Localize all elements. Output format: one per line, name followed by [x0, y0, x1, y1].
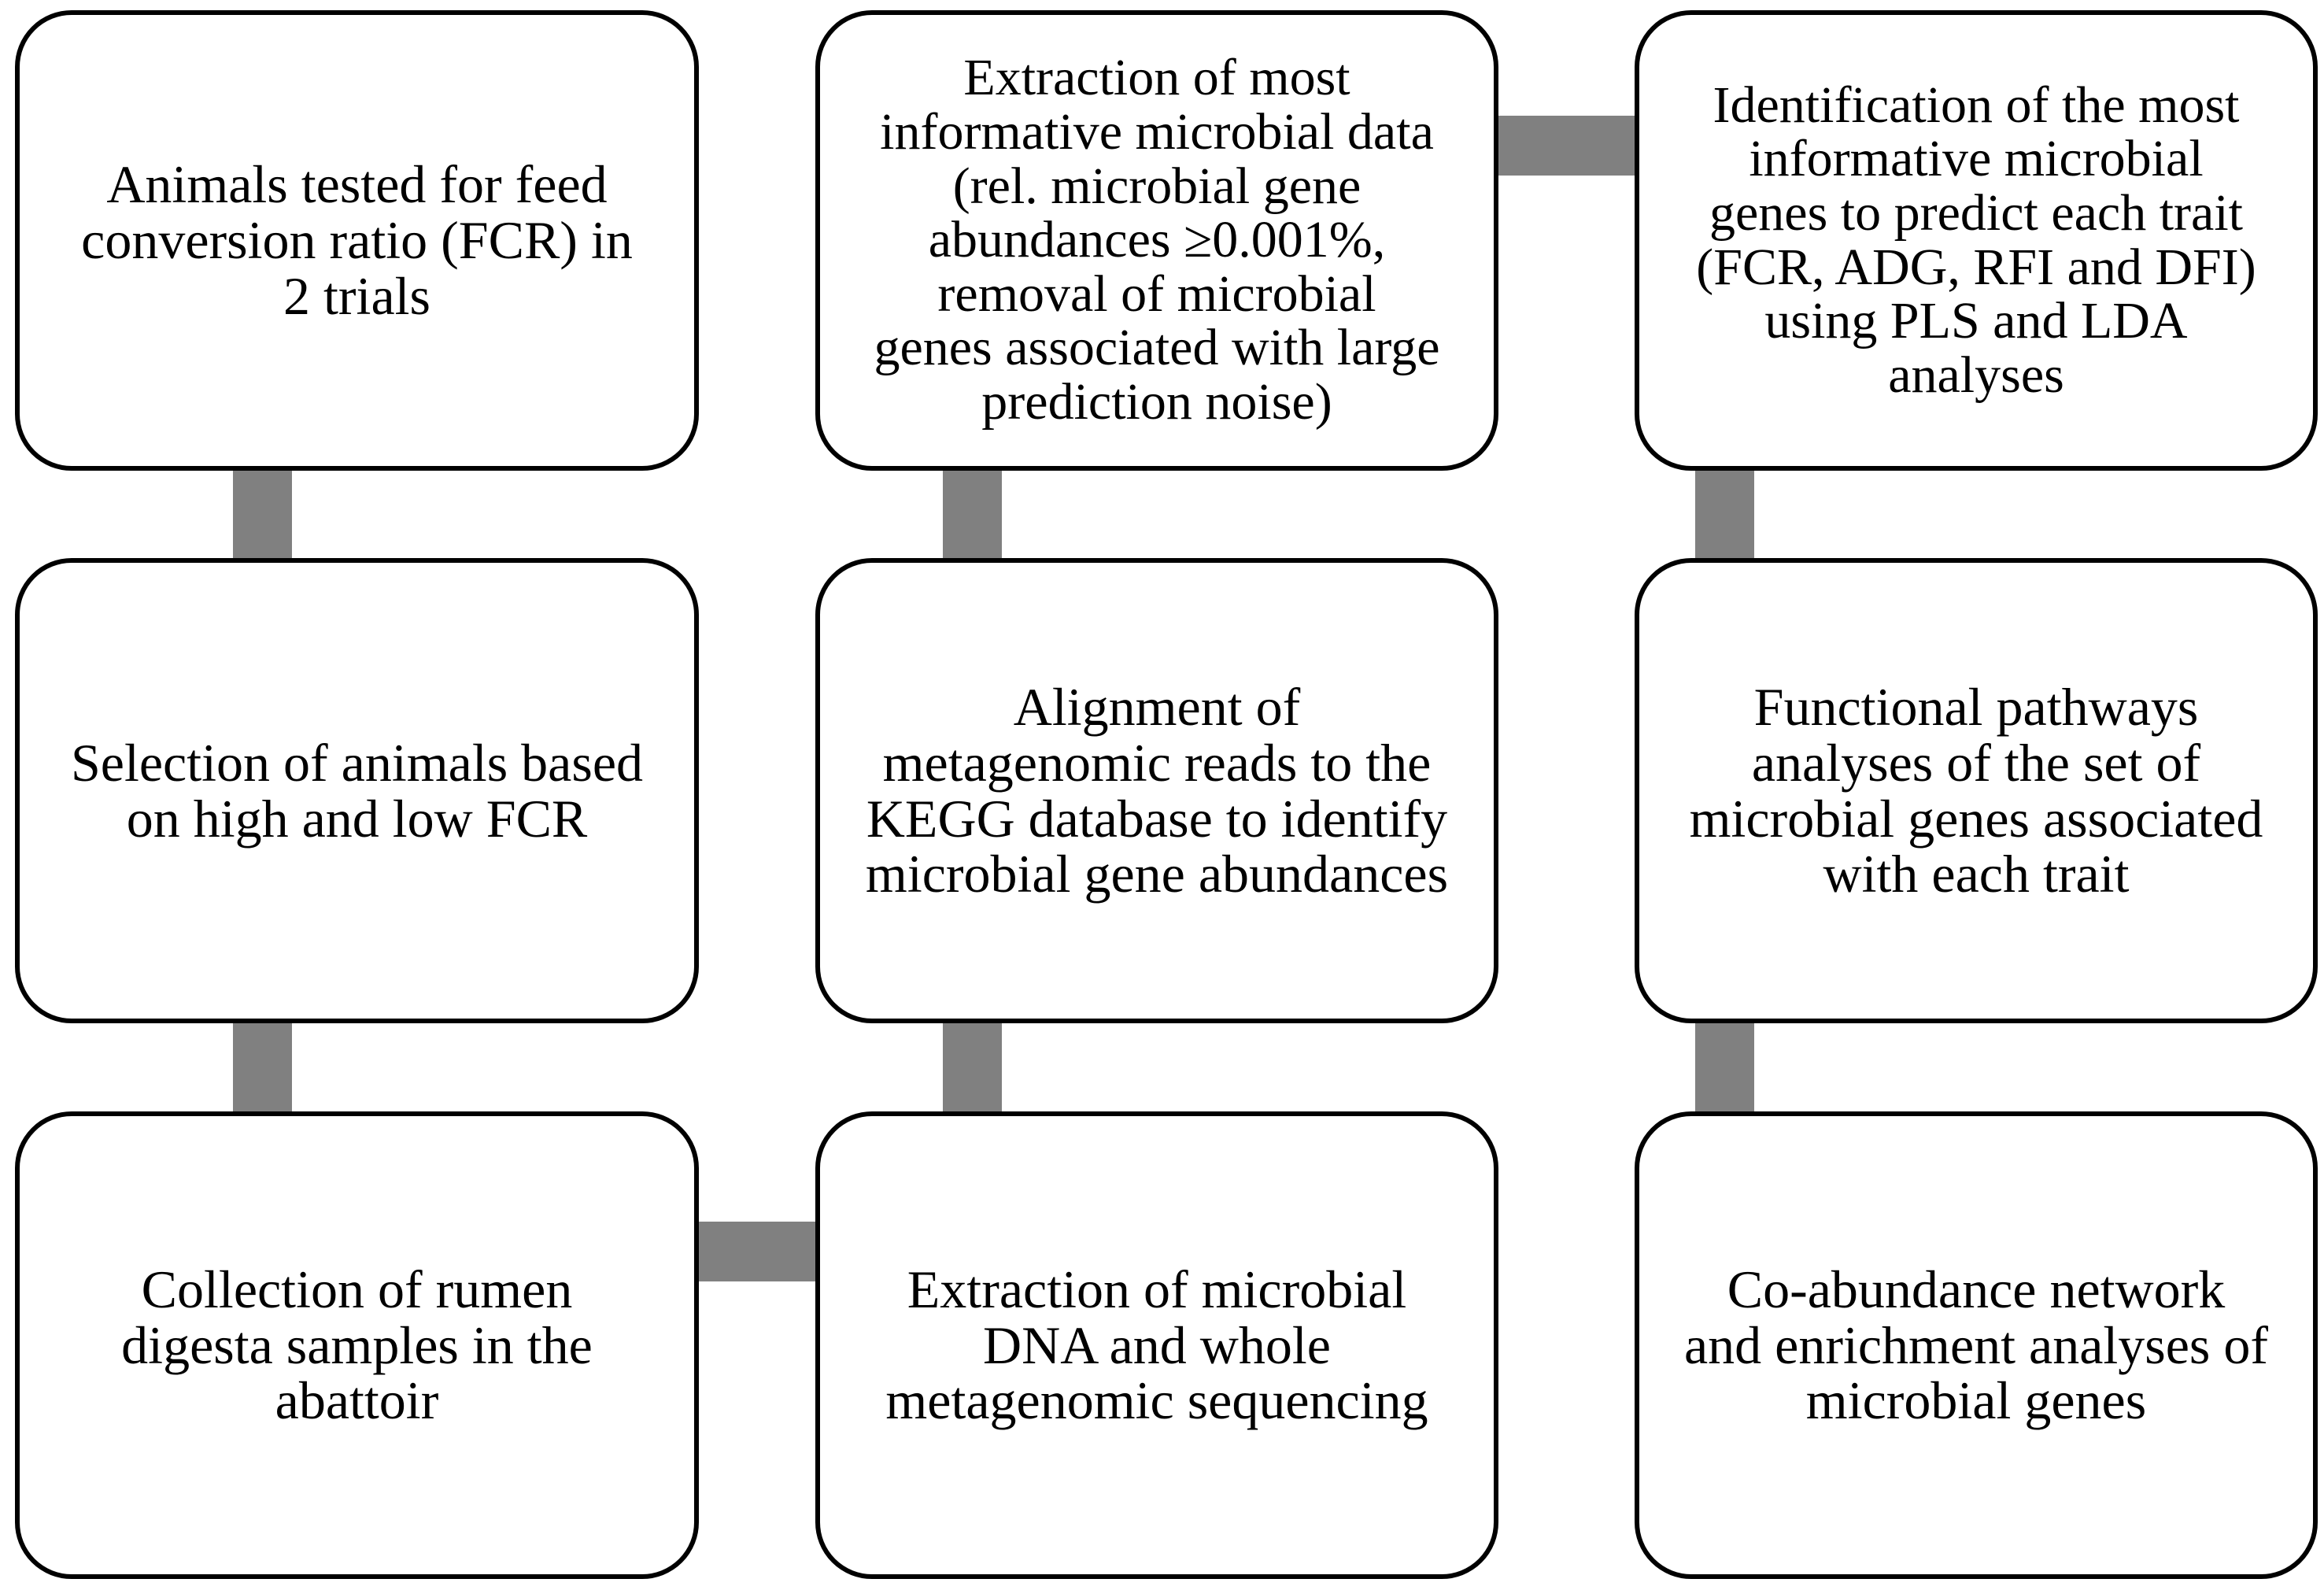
step-box-dna-sequencing: Extraction of microbial DNA and whole me… — [815, 1111, 1498, 1579]
step-text: Collection of rumen digesta samples in t… — [121, 1259, 593, 1431]
connector-b5-b6 — [943, 1022, 1002, 1113]
step-text: Extraction of microbial DNA and whole me… — [885, 1259, 1428, 1431]
connector-b3-b6 — [697, 1222, 817, 1281]
step-box-informative-data-extraction: Extraction of most informative microbial… — [815, 10, 1498, 471]
step-text: Identification of the most informative m… — [1696, 76, 2256, 404]
step-text: Selection of animals based on high and l… — [70, 732, 643, 849]
step-text: Co-abundance network and enrichment anal… — [1683, 1259, 2269, 1431]
connector-b4-b7 — [1497, 116, 1636, 176]
step-box-pathway-analyses: Functional pathways analyses of the set … — [1635, 558, 2318, 1023]
connector-b7-b8 — [1695, 470, 1754, 560]
step-text: Functional pathways analyses of the set … — [1689, 677, 2263, 904]
connector-b4-b5 — [943, 470, 1002, 560]
connector-b2-b3 — [233, 1022, 292, 1113]
step-box-network-analyses: Co-abundance network and enrichment anal… — [1635, 1111, 2318, 1579]
step-text: Animals tested for feed conversion ratio… — [81, 154, 633, 326]
connector-b1-b2 — [233, 470, 292, 560]
step-box-rumen-collection: Collection of rumen digesta samples in t… — [15, 1111, 699, 1579]
step-box-fcr-trials: Animals tested for feed conversion ratio… — [15, 10, 699, 471]
step-text: Alignment of metagenomic reads to the KE… — [865, 677, 1449, 904]
step-box-kegg-alignment: Alignment of metagenomic reads to the KE… — [815, 558, 1498, 1023]
step-box-gene-identification: Identification of the most informative m… — [1635, 10, 2318, 471]
step-text: Extraction of most informative microbial… — [874, 49, 1440, 431]
connector-b8-b9 — [1695, 1022, 1754, 1113]
step-box-animal-selection: Selection of animals based on high and l… — [15, 558, 699, 1023]
